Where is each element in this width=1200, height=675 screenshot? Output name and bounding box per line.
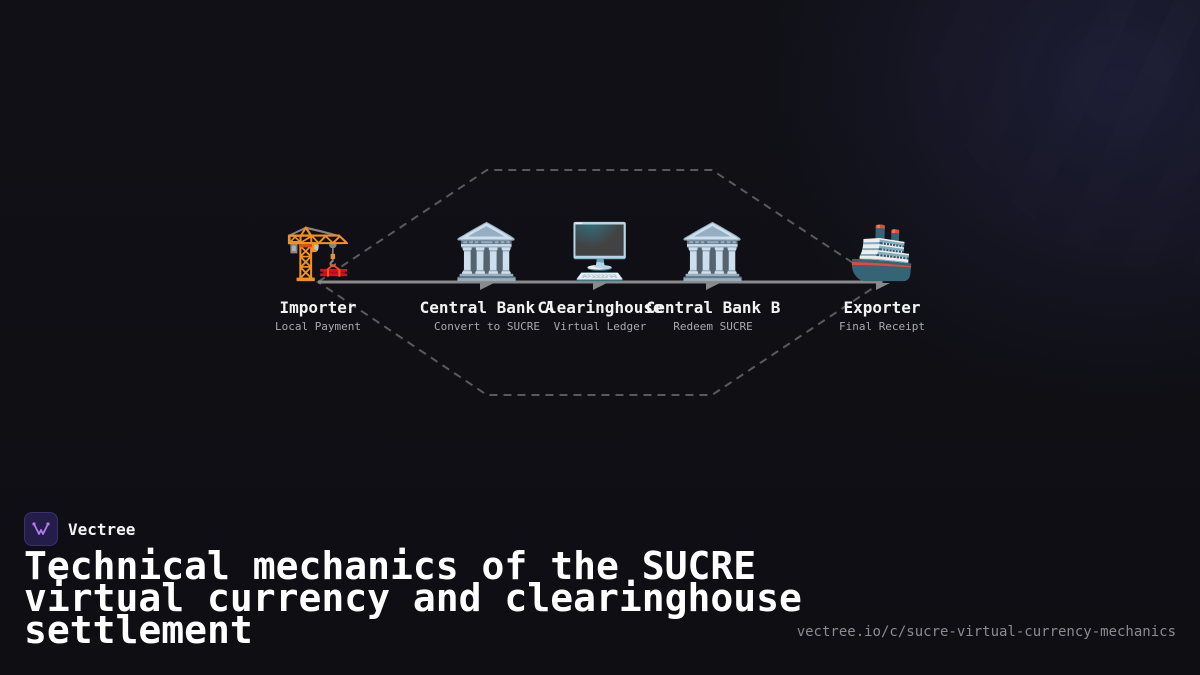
flow-arrow-4 [876, 283, 890, 290]
construction-crane-icon: 🏗️ [284, 220, 352, 283]
flow-arrow-1 [480, 283, 494, 290]
node-label: Central Bank B [645, 298, 781, 317]
brand[interactable]: Vectree [24, 512, 135, 546]
node-sublabel: Local Payment [274, 320, 362, 333]
desktop-computer-icon: 🖥️ [566, 220, 634, 283]
node-exporter: 🚢 Exporter Final Receipt [802, 222, 962, 334]
background-rays [680, 0, 1200, 520]
node-sublabel: Redeem SUCRE [673, 320, 753, 333]
page-url[interactable]: vectree.io/c/sucre-virtual-currency-mech… [796, 624, 1176, 640]
node-label: Exporter [843, 298, 921, 317]
node-importer: 🏗️ Importer Local Payment [238, 222, 398, 334]
node-central-bank-a: 🏛️ Central Bank A Convert to SUCRE [407, 222, 567, 334]
flow-arrow-2 [593, 283, 607, 290]
flow-arrow-3 [706, 283, 720, 290]
page-title: Technical mechanics of the SUCRE virtual… [24, 544, 802, 652]
node-label: Central Bank A [419, 298, 555, 317]
node-central-bank-b: 🏛️ Central Bank B Redeem SUCRE [633, 222, 793, 334]
cargo-ship-icon: 🚢 [848, 220, 916, 283]
node-sublabel: Final Receipt [838, 320, 926, 333]
node-label: Importer [279, 298, 357, 317]
bank-building-icon: 🏛️ [453, 220, 521, 283]
node-sublabel: Convert to SUCRE [434, 320, 540, 333]
node-label: Clearinghouse [537, 298, 663, 317]
node-sublabel: Virtual Ledger [553, 320, 647, 333]
bank-building-icon: 🏛️ [679, 220, 747, 283]
brand-name: Vectree [68, 519, 136, 539]
vectree-logo-icon [24, 512, 58, 546]
node-clearinghouse: 🖥️ Clearinghouse Virtual Ledger [520, 222, 680, 334]
